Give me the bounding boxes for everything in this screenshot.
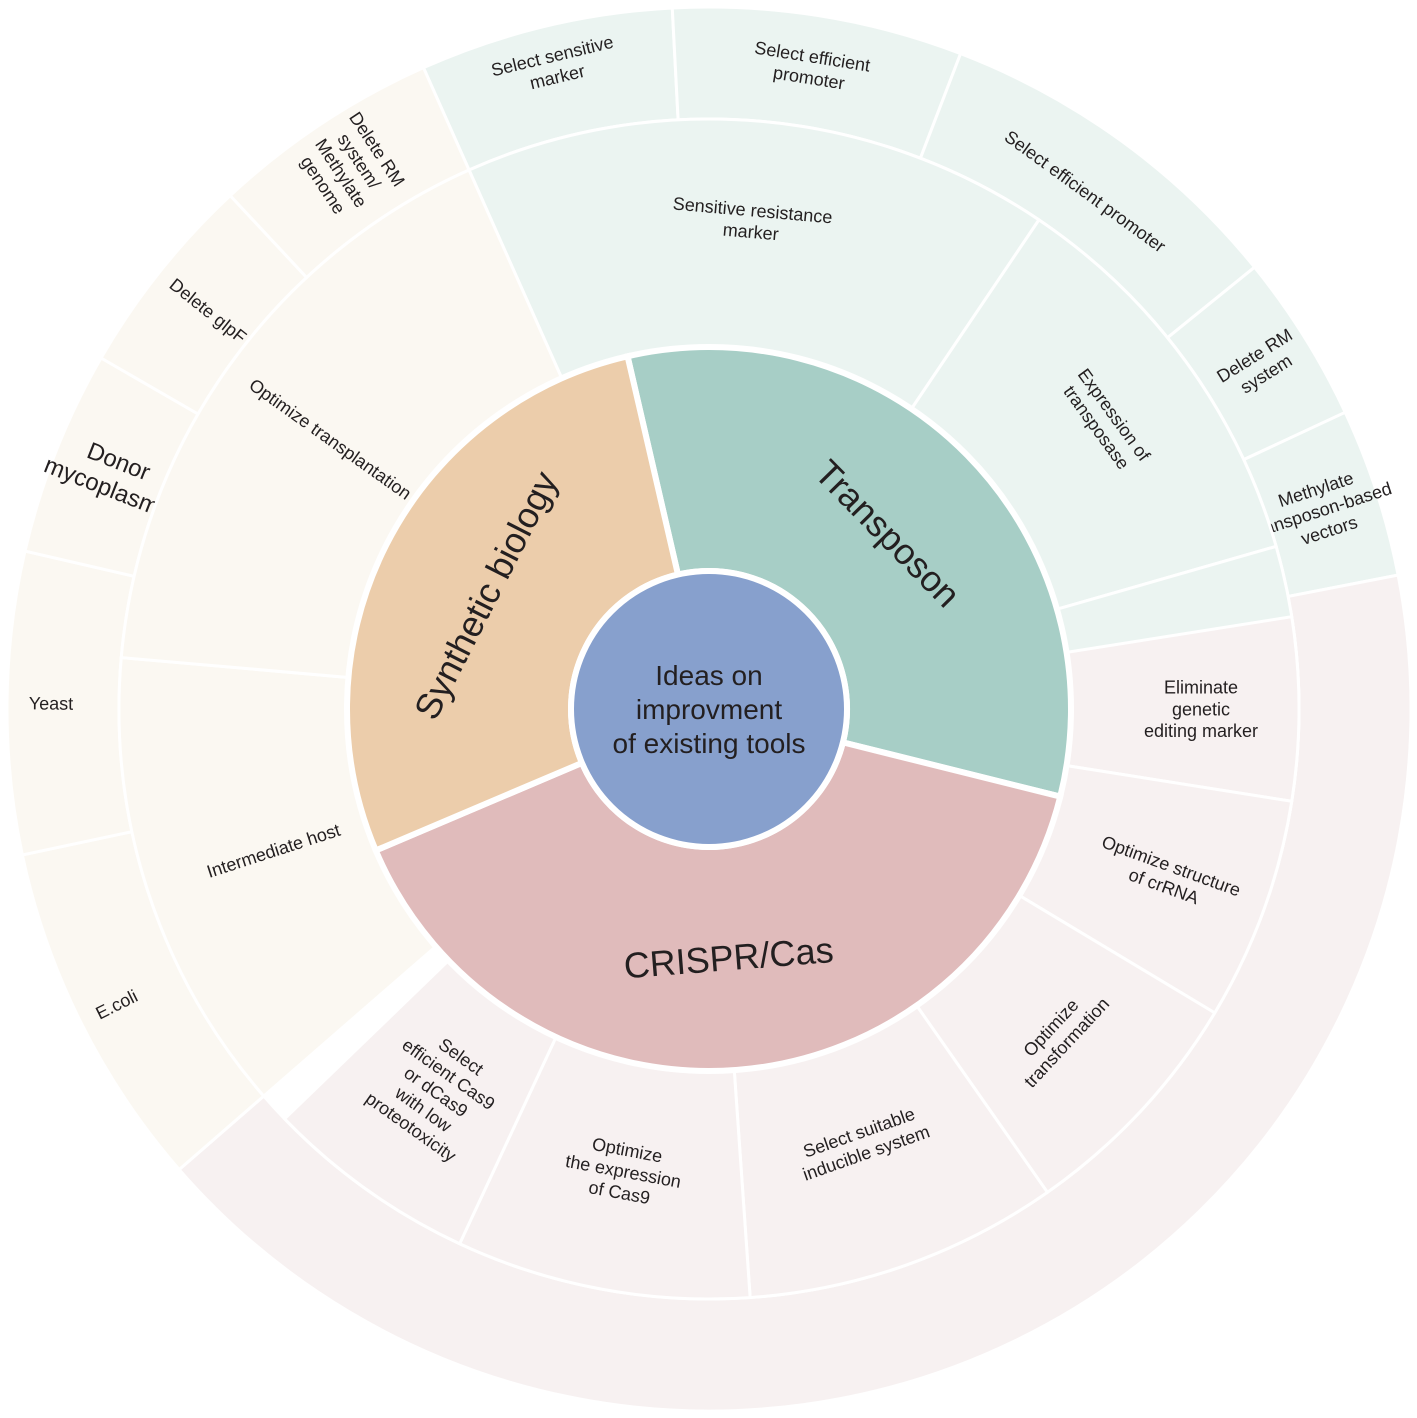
center-circle <box>568 568 850 850</box>
category-crispr: CRISPR/Cas <box>371 738 1064 1074</box>
ring3-label: Yeast <box>29 693 74 713</box>
